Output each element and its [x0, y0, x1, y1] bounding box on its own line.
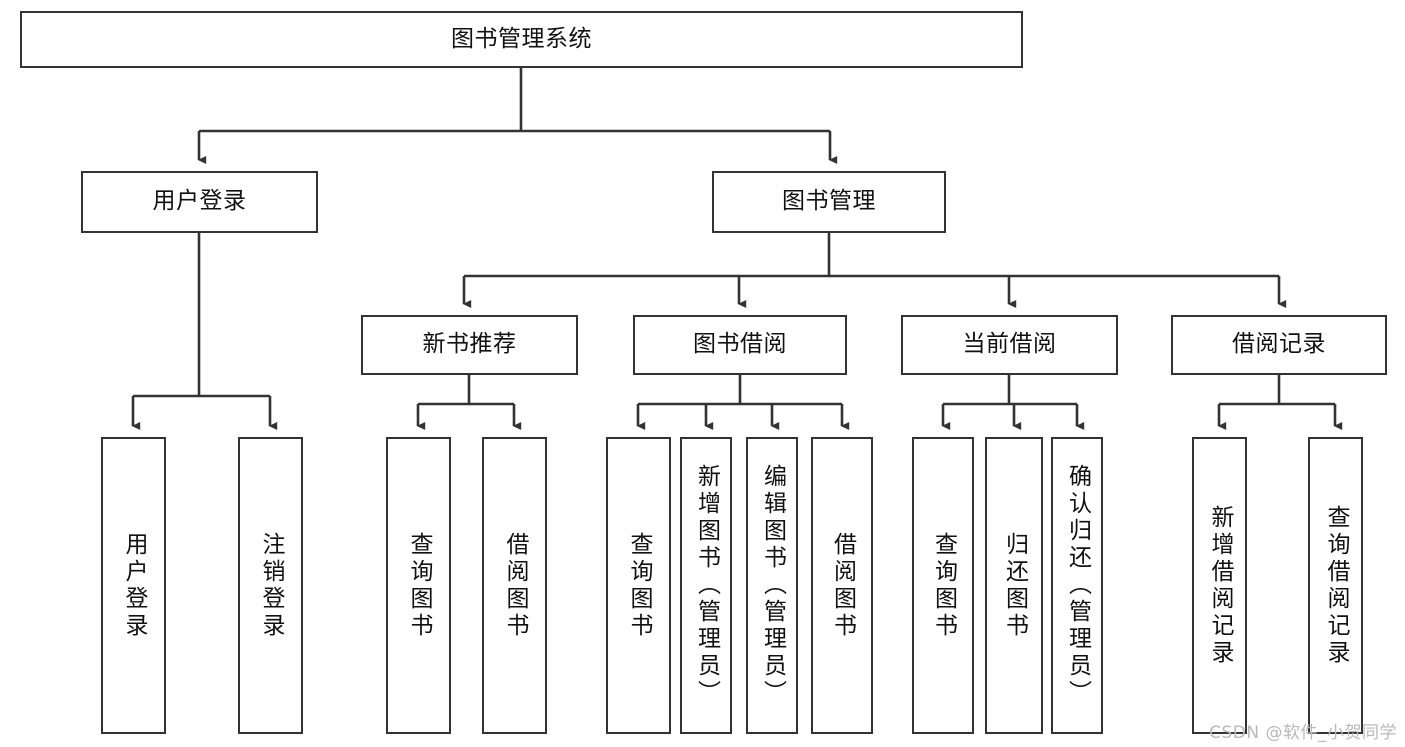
- node-leaf-query-book-rec[interactable]: 查询图书: [386, 437, 451, 734]
- node-label: 注销登录: [258, 531, 284, 640]
- node-leaf-return-book[interactable]: 归还图书: [985, 437, 1043, 734]
- node-root-system[interactable]: 图书管理系统: [20, 11, 1023, 68]
- node-current-borrow[interactable]: 当前借阅: [901, 315, 1118, 375]
- node-user-login[interactable]: 用户登录: [81, 171, 318, 233]
- node-label: 用户登录: [121, 531, 147, 640]
- node-leaf-add-book-admin[interactable]: 新增图书（管理员）: [680, 437, 732, 734]
- node-leaf-add-borrow-record[interactable]: 新增借阅记录: [1192, 437, 1247, 734]
- node-leaf-logout-login[interactable]: 注销登录: [238, 437, 303, 734]
- node-label: 查询图书: [930, 531, 957, 640]
- node-label: 用户登录: [152, 188, 247, 215]
- node-label: 图书借阅: [693, 331, 787, 358]
- node-new-book-recommend[interactable]: 新书推荐: [361, 315, 578, 375]
- node-label: 图书管理: [782, 188, 876, 215]
- node-leaf-confirm-return-admin[interactable]: 确认归还（管理员）: [1051, 437, 1103, 734]
- node-book-management[interactable]: 图书管理: [712, 171, 946, 233]
- node-label: 借阅图书: [502, 531, 528, 640]
- node-label: 当前借阅: [962, 331, 1057, 358]
- node-label: 借阅记录: [1232, 331, 1326, 358]
- node-leaf-edit-book-admin[interactable]: 编辑图书（管理员）: [746, 437, 798, 734]
- node-label: 新书推荐: [422, 331, 517, 358]
- node-label: 查询借阅记录: [1323, 504, 1349, 667]
- csdn-watermark: CSDN @软件_小贺同学: [1209, 723, 1397, 743]
- node-label: 新增图书（管理员）: [693, 464, 720, 707]
- node-leaf-query-book-current[interactable]: 查询图书: [912, 437, 974, 734]
- node-label: 编辑图书（管理员）: [759, 464, 786, 707]
- node-leaf-borrow-book[interactable]: 借阅图书: [811, 437, 873, 734]
- node-label: 查询图书: [626, 531, 652, 640]
- node-leaf-query-book-borrow[interactable]: 查询图书: [606, 437, 671, 734]
- node-label: 归还图书: [1001, 531, 1028, 640]
- node-leaf-query-borrow-record[interactable]: 查询借阅记录: [1308, 437, 1363, 734]
- node-label: 确认归还（管理员）: [1064, 464, 1091, 707]
- node-label: 借阅图书: [829, 531, 856, 640]
- node-book-borrow[interactable]: 图书借阅: [633, 315, 847, 375]
- node-borrow-record[interactable]: 借阅记录: [1171, 315, 1387, 375]
- node-label: 查询图书: [406, 531, 432, 640]
- node-leaf-borrow-book-rec[interactable]: 借阅图书: [482, 437, 547, 734]
- node-leaf-user-login[interactable]: 用户登录: [101, 437, 166, 734]
- node-label: 新增借阅记录: [1207, 504, 1233, 667]
- node-label: 图书管理系统: [451, 25, 592, 52]
